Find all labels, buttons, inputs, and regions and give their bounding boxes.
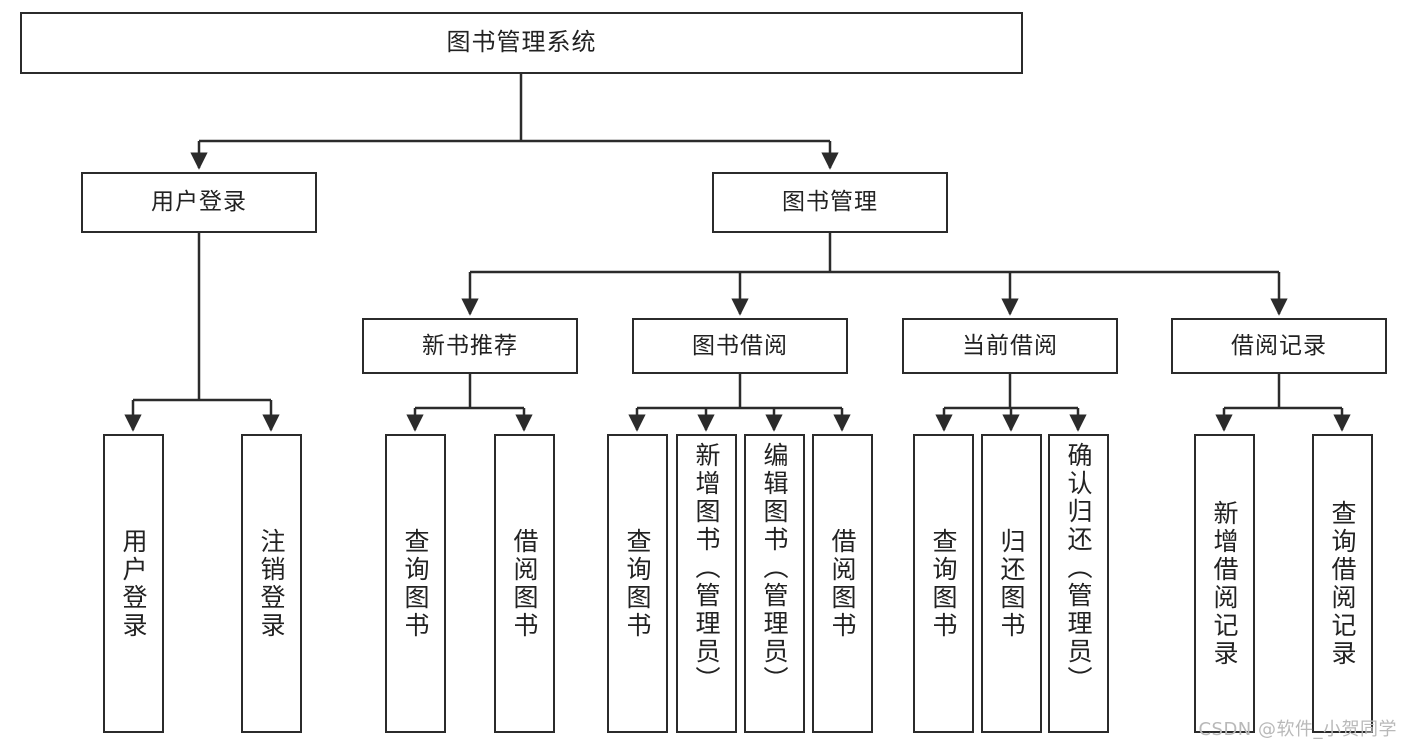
node-leaf-query-record[interactable]: 查询借阅记录 bbox=[1312, 434, 1373, 733]
node-new-book-recommend[interactable]: 新书推荐 bbox=[362, 318, 578, 374]
node-leaf-add-book[interactable]: 新增图书（管理员） bbox=[676, 434, 737, 733]
node-leaf-query-record-label: 查询借阅记录 bbox=[1328, 499, 1357, 668]
node-leaf-edit-book-label: 编辑图书（管理员） bbox=[760, 442, 789, 694]
node-user-login-label: 用户登录 bbox=[151, 189, 247, 216]
node-leaf-add-book-label: 新增图书（管理员） bbox=[692, 442, 721, 694]
node-leaf-query-book-1[interactable]: 查询图书 bbox=[385, 434, 446, 733]
node-current-borrow[interactable]: 当前借阅 bbox=[902, 318, 1118, 374]
node-leaf-query-book-2[interactable]: 查询图书 bbox=[607, 434, 668, 733]
node-user-login[interactable]: 用户登录 bbox=[81, 172, 317, 233]
node-book-manage[interactable]: 图书管理 bbox=[712, 172, 948, 233]
node-leaf-return-book[interactable]: 归还图书 bbox=[981, 434, 1042, 733]
node-leaf-return-book-label: 归还图书 bbox=[997, 527, 1026, 640]
node-leaf-add-record-label: 新增借阅记录 bbox=[1210, 499, 1239, 668]
node-leaf-borrow-book-2-label: 借阅图书 bbox=[828, 527, 857, 640]
node-book-borrow[interactable]: 图书借阅 bbox=[632, 318, 848, 374]
node-leaf-confirm-return-label: 确认归还（管理员） bbox=[1064, 442, 1093, 694]
node-leaf-logout-login-label: 注销登录 bbox=[257, 527, 286, 640]
node-leaf-borrow-book-2[interactable]: 借阅图书 bbox=[812, 434, 873, 733]
node-book-borrow-label: 图书借阅 bbox=[692, 332, 788, 359]
node-leaf-add-record[interactable]: 新增借阅记录 bbox=[1194, 434, 1255, 733]
node-root[interactable]: 图书管理系统 bbox=[20, 12, 1023, 74]
node-borrow-record[interactable]: 借阅记录 bbox=[1171, 318, 1387, 374]
node-leaf-query-book-2-label: 查询图书 bbox=[623, 527, 652, 640]
node-leaf-query-book-1-label: 查询图书 bbox=[401, 527, 430, 640]
node-borrow-record-label: 借阅记录 bbox=[1231, 332, 1327, 359]
node-current-borrow-label: 当前借阅 bbox=[962, 332, 1058, 359]
node-leaf-edit-book[interactable]: 编辑图书（管理员） bbox=[744, 434, 805, 733]
node-leaf-borrow-book-1[interactable]: 借阅图书 bbox=[494, 434, 555, 733]
node-book-manage-label: 图书管理 bbox=[782, 189, 878, 216]
node-leaf-logout-login[interactable]: 注销登录 bbox=[241, 434, 302, 733]
node-leaf-user-login[interactable]: 用户登录 bbox=[103, 434, 164, 733]
node-leaf-query-book-3[interactable]: 查询图书 bbox=[913, 434, 974, 733]
node-new-book-recommend-label: 新书推荐 bbox=[422, 332, 518, 359]
node-leaf-user-login-label: 用户登录 bbox=[119, 527, 148, 640]
node-leaf-confirm-return[interactable]: 确认归还（管理员） bbox=[1048, 434, 1109, 733]
node-leaf-borrow-book-1-label: 借阅图书 bbox=[510, 527, 539, 640]
node-root-label: 图书管理系统 bbox=[446, 28, 597, 57]
node-leaf-query-book-3-label: 查询图书 bbox=[929, 527, 958, 640]
